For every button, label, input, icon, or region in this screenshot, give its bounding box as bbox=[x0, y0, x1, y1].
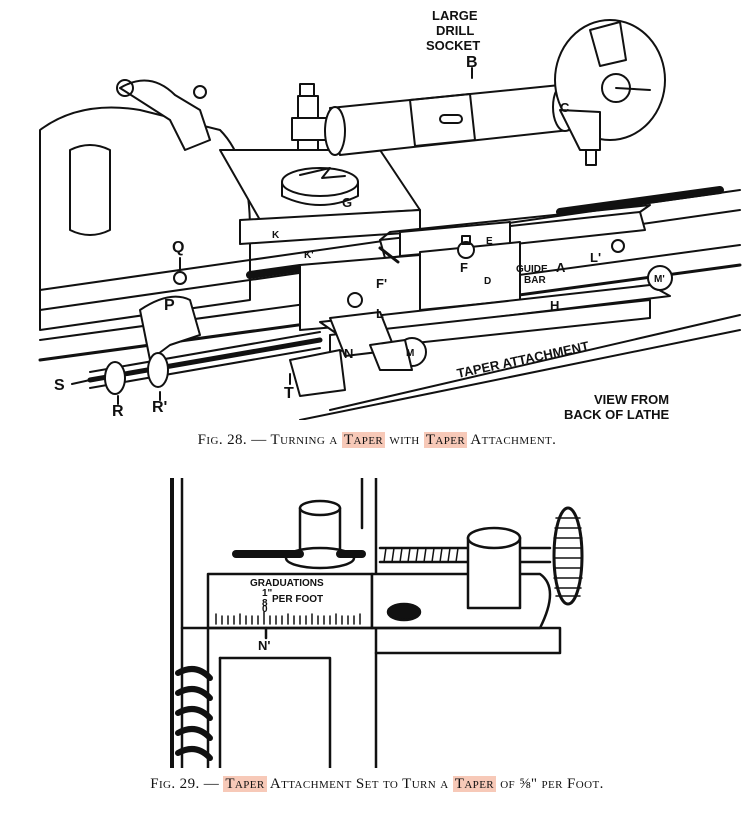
caption-28-suffix: Attachment. bbox=[467, 432, 557, 448]
caption-28-highlight-1: Taper bbox=[341, 432, 386, 448]
caption-29-mid: Attachment Set to Turn a bbox=[266, 776, 453, 792]
label-N-prime: N' bbox=[258, 638, 270, 653]
label-Q: Q bbox=[172, 239, 184, 256]
caption-28-mid: with bbox=[385, 432, 424, 448]
label-fraction-denominator: 8 bbox=[262, 598, 268, 609]
label-guide: GUIDE bbox=[516, 264, 548, 275]
label-M-prime: M' bbox=[654, 274, 665, 285]
label-R-prime: R' bbox=[152, 399, 167, 416]
label-S: S bbox=[54, 377, 65, 394]
caption-29-suffix: of ⅝" per Foot. bbox=[496, 776, 604, 792]
label-drill: DRILL bbox=[436, 23, 474, 38]
caption-28-prefix: Fig. 28. — Turning a bbox=[197, 432, 342, 448]
caption-29-prefix: Fig. 29. — bbox=[150, 776, 224, 792]
lathe-taper-attachment-drawing: LARGE DRILL SOCKET B C G K K' E F F' D G… bbox=[38, 8, 742, 420]
figure-29-caption: Fig. 29. — Taper Attachment Set to Turn … bbox=[0, 776, 754, 793]
caption-29-highlight-2: Taper bbox=[452, 776, 497, 792]
taper-attachment-closeup-drawing: GRADUATIONS 1" 8 PER FOOT 0 N' bbox=[170, 478, 584, 768]
caption-29-highlight-1: Taper bbox=[223, 776, 267, 792]
label-P: P bbox=[164, 297, 175, 314]
label-A: A bbox=[556, 260, 566, 275]
label-L-prime: L' bbox=[590, 250, 601, 265]
label-G: G bbox=[342, 195, 352, 210]
label-K-prime: K' bbox=[304, 250, 314, 261]
label-per-foot: PER FOOT bbox=[272, 594, 323, 605]
label-H: H bbox=[550, 298, 559, 313]
label-T: T bbox=[284, 385, 294, 402]
label-B: B bbox=[466, 54, 478, 71]
label-K: K bbox=[272, 230, 280, 241]
figure-28: LARGE DRILL SOCKET B C G K K' E F F' D G… bbox=[38, 8, 742, 420]
label-large: LARGE bbox=[432, 8, 478, 23]
label-graduations: GRADUATIONS bbox=[250, 578, 324, 589]
label-socket: SOCKET bbox=[426, 38, 480, 53]
label-R: R bbox=[112, 403, 124, 420]
figure-28-caption: Fig. 28. — Turning a Taper with Taper At… bbox=[0, 432, 754, 449]
label-N: N bbox=[344, 346, 353, 361]
label-L: L bbox=[376, 306, 384, 321]
label-bar: BAR bbox=[524, 275, 546, 286]
label-view-from: VIEW FROM bbox=[594, 392, 669, 407]
label-zero: 0 bbox=[262, 604, 268, 615]
label-M: M bbox=[406, 348, 414, 359]
label-back-of-lathe: BACK OF LATHE bbox=[564, 407, 670, 420]
label-F: F bbox=[460, 260, 468, 275]
label-E: E bbox=[486, 236, 493, 247]
label-C: C bbox=[560, 100, 570, 115]
label-F-prime: F' bbox=[376, 276, 387, 291]
figure-29: GRADUATIONS 1" 8 PER FOOT 0 N' bbox=[0, 478, 754, 768]
caption-28-highlight-2: Taper bbox=[423, 432, 468, 448]
label-fraction-numerator: 1" bbox=[262, 588, 273, 599]
label-D: D bbox=[484, 276, 491, 287]
